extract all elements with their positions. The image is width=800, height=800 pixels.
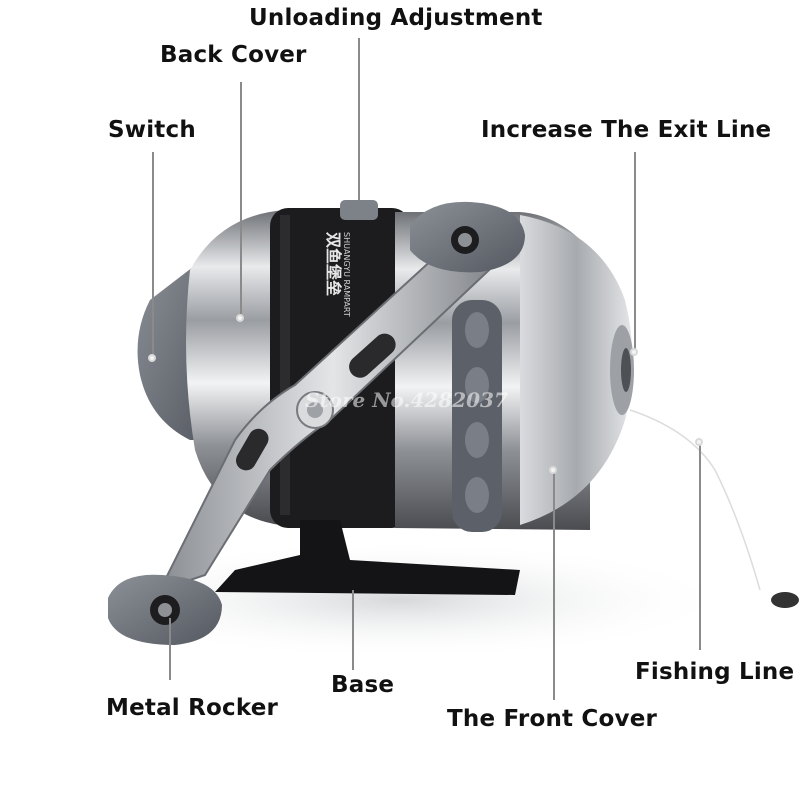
front-cover bbox=[520, 215, 633, 525]
label-increase-exit-line: Increase The Exit Line bbox=[481, 117, 772, 143]
label-front-cover: The Front Cover bbox=[447, 706, 658, 732]
label-fishing-line: Fishing Line bbox=[635, 659, 795, 685]
label-switch: Switch bbox=[108, 117, 196, 143]
leader-unloading bbox=[358, 38, 360, 200]
label-unloading-adjustment: Unloading Adjustment bbox=[249, 5, 543, 31]
label-metal-rocker: Metal Rocker bbox=[106, 695, 279, 721]
leader-base bbox=[352, 590, 354, 670]
leader-front-cover bbox=[553, 470, 555, 700]
base-foot bbox=[215, 520, 520, 595]
fishing-line-strand bbox=[629, 409, 761, 591]
label-back-cover: Back Cover bbox=[160, 42, 307, 68]
callout-dot bbox=[630, 348, 638, 356]
brand-text: 双鱼堡垒 bbox=[324, 232, 343, 296]
leader-fishing-line bbox=[699, 442, 701, 650]
leader-back-cover bbox=[240, 82, 242, 314]
grip-band bbox=[452, 300, 502, 532]
leader-switch bbox=[152, 152, 154, 357]
leader-metal-rocker bbox=[169, 618, 171, 680]
callout-dot bbox=[695, 438, 703, 446]
label-base: Base bbox=[331, 672, 395, 698]
leader-exit-line bbox=[634, 152, 636, 352]
callout-dot bbox=[148, 354, 156, 362]
brand-text-en: SHUANGYU RAMPART bbox=[342, 232, 351, 317]
watermark: Store No.4282037 bbox=[305, 388, 508, 412]
callout-dot bbox=[549, 466, 557, 474]
callout-dot bbox=[236, 314, 244, 322]
unloading-button bbox=[340, 200, 378, 220]
